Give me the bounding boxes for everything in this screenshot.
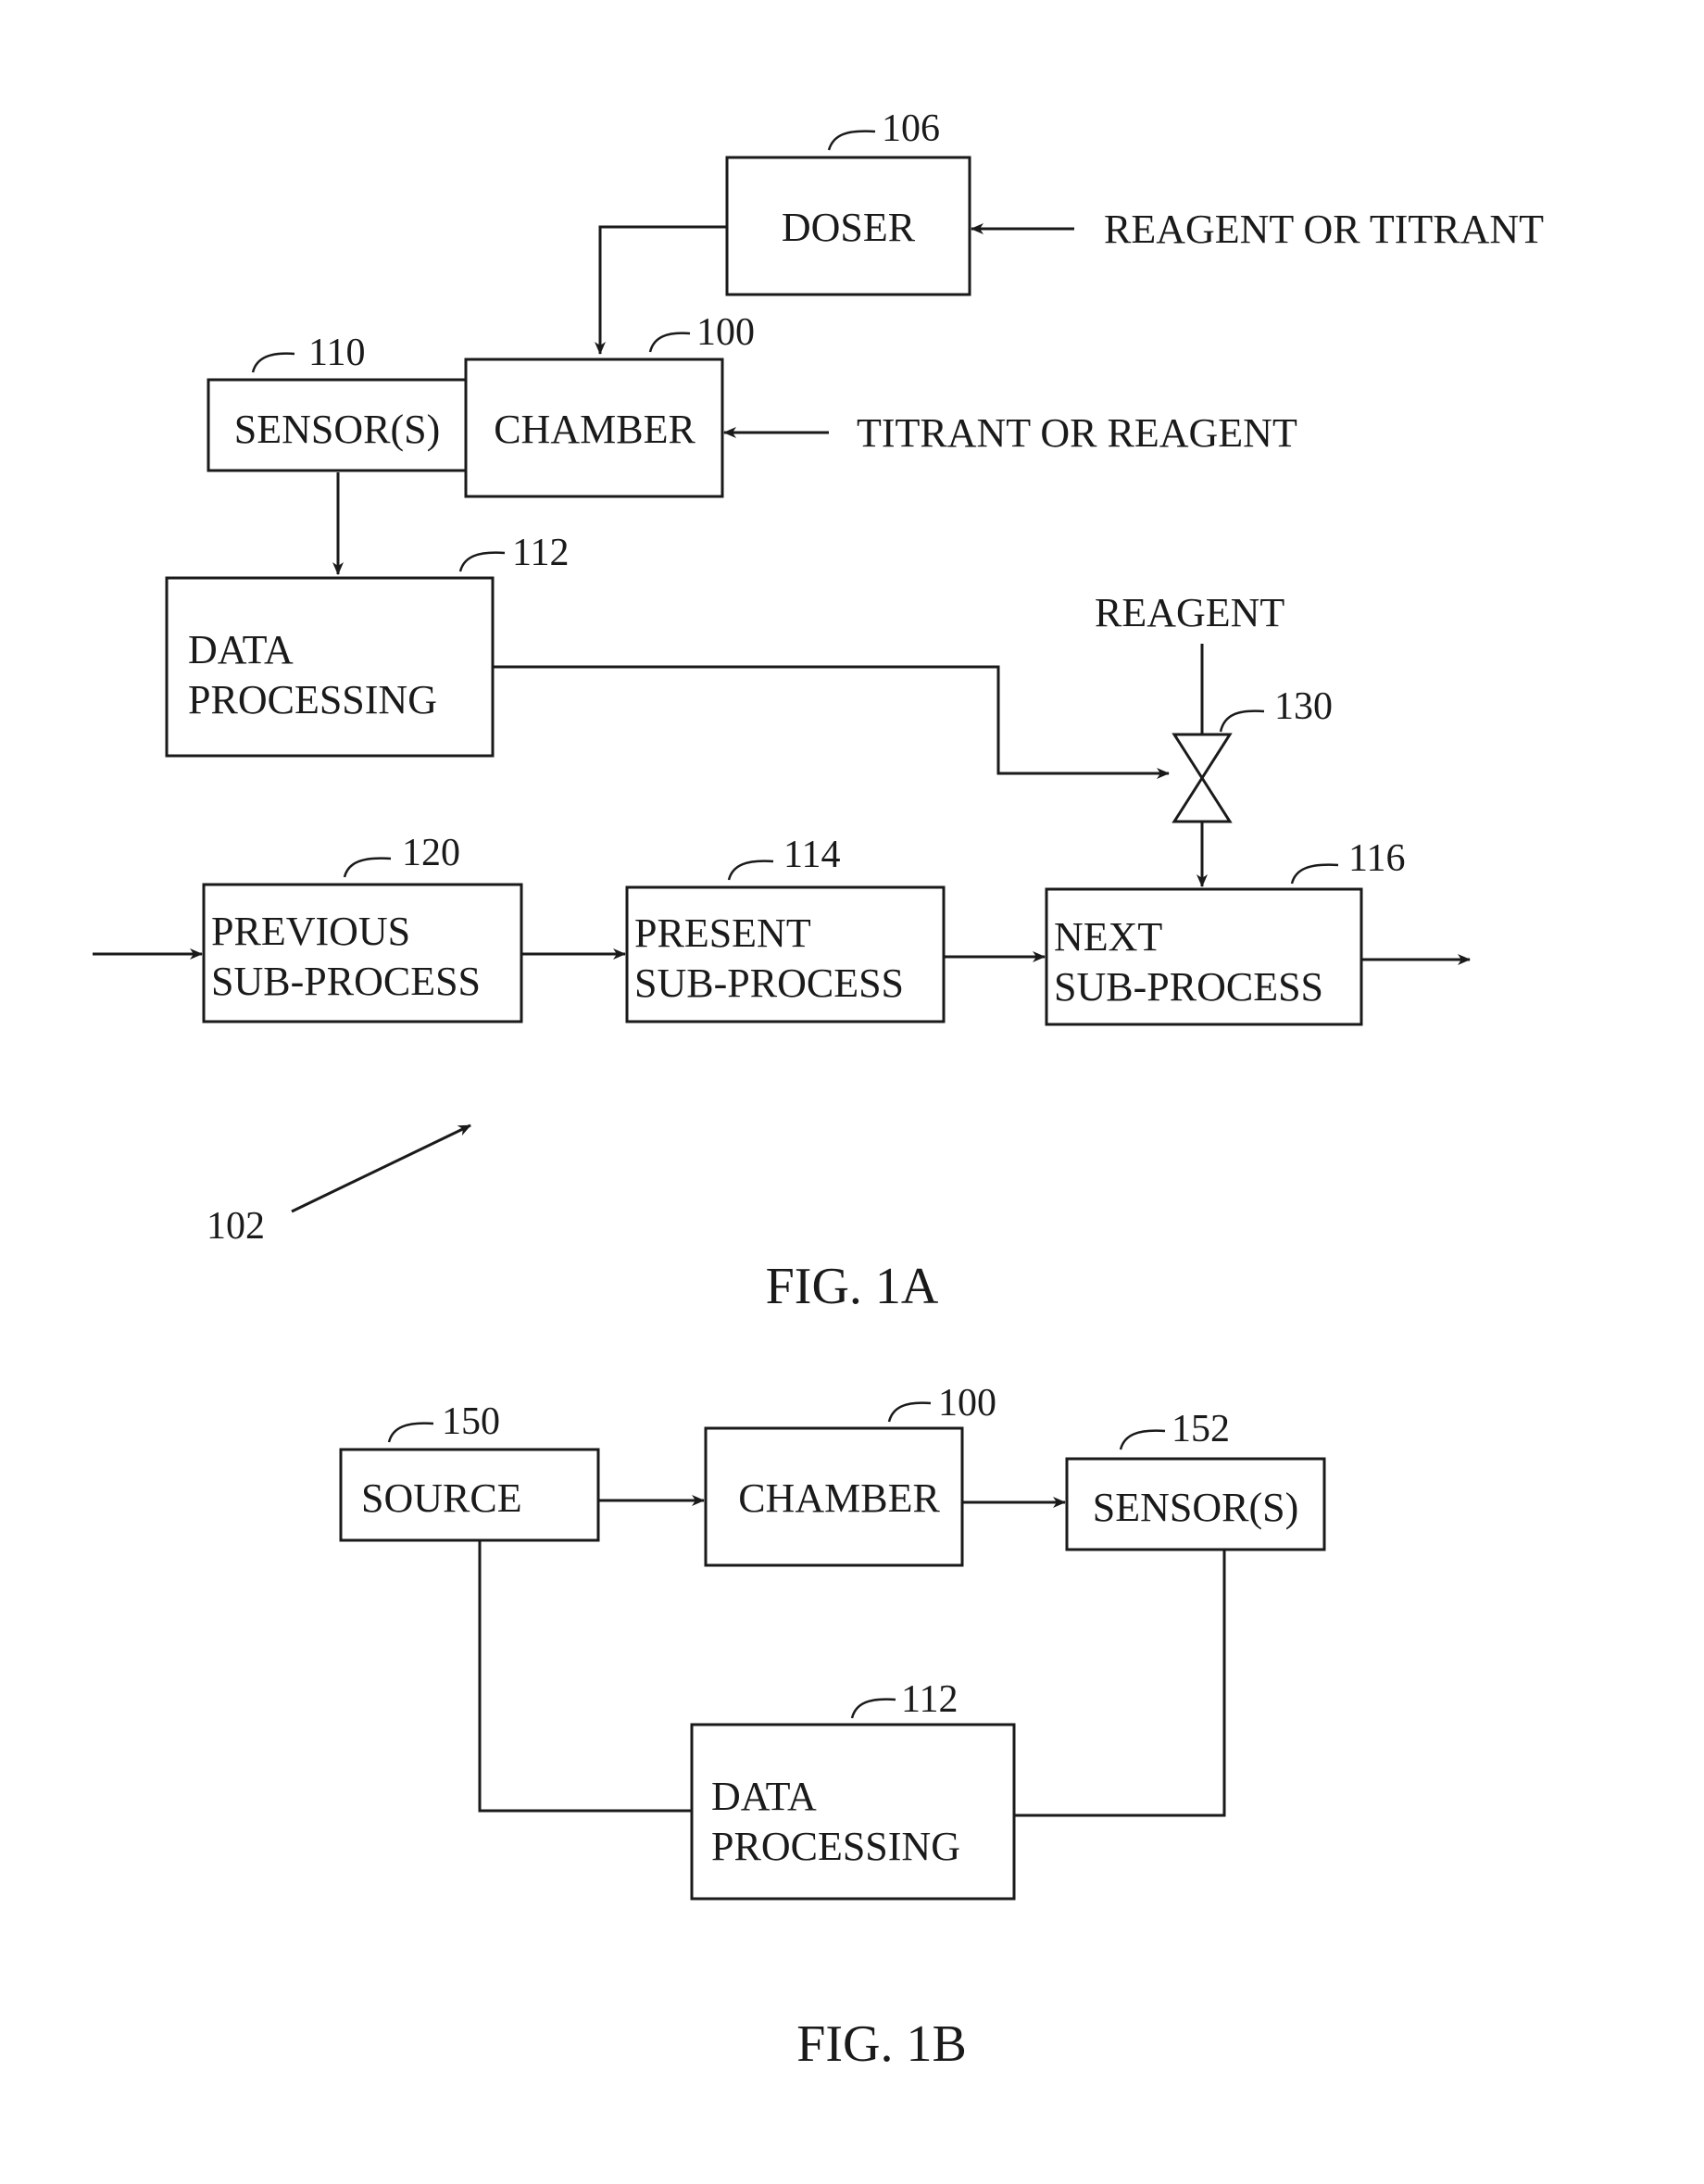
sensors-1b-block: SENSOR(S) 152 xyxy=(1067,1408,1324,1550)
present-sub-process-block: PRESENT SUB-PROCESS 114 xyxy=(627,834,944,1022)
chamber-ref-leader xyxy=(650,333,690,352)
data-processing-ref-leader xyxy=(460,553,505,571)
next-sub-process-ref: 116 xyxy=(1348,837,1405,880)
valve-upper-triangle xyxy=(1174,734,1230,778)
chamber-block: CHAMBER 100 xyxy=(466,311,755,496)
data-processing-1b-line2: PROCESSING xyxy=(711,1824,960,1869)
sensors-1b-label: SENSOR(S) xyxy=(1093,1485,1299,1530)
data-processing-1b-block: DATA PROCESSING 112 xyxy=(692,1678,1014,1899)
source-ref-leader xyxy=(389,1424,433,1442)
source-ref: 150 xyxy=(442,1400,500,1443)
arrow-data-processing-to-valve xyxy=(493,667,1169,773)
data-processing-ref: 112 xyxy=(512,532,569,574)
data-processing-1b-ref-leader xyxy=(852,1700,896,1718)
sensors-ref-leader xyxy=(253,354,294,372)
data-processing-1b-ref: 112 xyxy=(901,1678,958,1721)
valve-130: 130 xyxy=(1174,685,1333,822)
valve-ref-leader xyxy=(1221,711,1264,732)
system-ref: 102 xyxy=(207,1205,265,1248)
input-reagent-or-titrant: REAGENT OR TITRANT xyxy=(1104,207,1544,252)
chamber-1b-ref-leader xyxy=(889,1403,931,1422)
sensors-ref: 110 xyxy=(308,332,365,374)
fig-1a: DOSER 106 REAGENT OR TITRANT CHAMBER 100… xyxy=(93,107,1544,1315)
previous-sub-process-block: PREVIOUS SUB-PROCESS 120 xyxy=(204,832,521,1022)
chamber-1b-label: CHAMBER xyxy=(738,1475,940,1521)
present-sub-process-line2: SUB-PROCESS xyxy=(634,960,904,1006)
sensors-1b-ref-leader xyxy=(1121,1431,1165,1450)
fig-1a-caption: FIG. 1A xyxy=(766,1258,939,1315)
fig-1b: SOURCE 150 CHAMBER 100 SENSOR(S) 152 DAT… xyxy=(341,1382,1324,2073)
doser-block: DOSER 106 xyxy=(727,107,970,295)
previous-sub-process-ref-leader xyxy=(345,859,391,877)
sensors-label: SENSOR(S) xyxy=(234,407,441,452)
doser-label: DOSER xyxy=(782,205,916,250)
input-reagent: REAGENT xyxy=(1095,590,1284,635)
present-sub-process-line1: PRESENT xyxy=(634,910,811,956)
previous-sub-process-line2: SUB-PROCESS xyxy=(211,959,481,1004)
line-source-to-data-processing xyxy=(480,1540,692,1811)
chamber-label: CHAMBER xyxy=(494,407,695,452)
valve-lower-triangle xyxy=(1174,778,1230,822)
valve-ref: 130 xyxy=(1274,685,1333,728)
doser-ref: 106 xyxy=(882,107,940,150)
doser-ref-leader xyxy=(829,132,875,150)
source-label: SOURCE xyxy=(361,1475,522,1521)
present-sub-process-ref: 114 xyxy=(783,834,840,876)
sensors-1b-ref: 152 xyxy=(1172,1408,1230,1450)
previous-sub-process-line1: PREVIOUS xyxy=(211,909,410,954)
data-processing-1b-line1: DATA xyxy=(711,1774,817,1819)
data-processing-line2: PROCESSING xyxy=(188,677,437,722)
data-processing-line1: DATA xyxy=(188,627,294,672)
data-processing-block: DATA PROCESSING 112 xyxy=(167,532,569,756)
chamber-ref: 100 xyxy=(696,311,755,354)
previous-sub-process-ref: 120 xyxy=(402,832,460,874)
next-sub-process-line1: NEXT xyxy=(1054,914,1162,960)
present-sub-process-ref-leader xyxy=(729,861,773,880)
line-sensors-to-data-processing xyxy=(1014,1550,1224,1815)
fig-1b-caption: FIG. 1B xyxy=(796,2015,967,2073)
next-sub-process-line2: SUB-PROCESS xyxy=(1054,964,1323,1010)
chamber-1b-ref: 100 xyxy=(938,1382,996,1425)
next-sub-process-ref-leader xyxy=(1292,865,1338,884)
source-block: SOURCE 150 xyxy=(341,1400,598,1540)
sensors-block: SENSOR(S) 110 xyxy=(208,332,466,471)
input-titrant-or-reagent: TITRANT OR REAGENT xyxy=(857,410,1297,456)
chamber-1b-block: CHAMBER 100 xyxy=(706,1382,996,1565)
system-ref-arrow xyxy=(292,1125,470,1211)
next-sub-process-block: NEXT SUB-PROCESS 116 xyxy=(1046,837,1405,1024)
